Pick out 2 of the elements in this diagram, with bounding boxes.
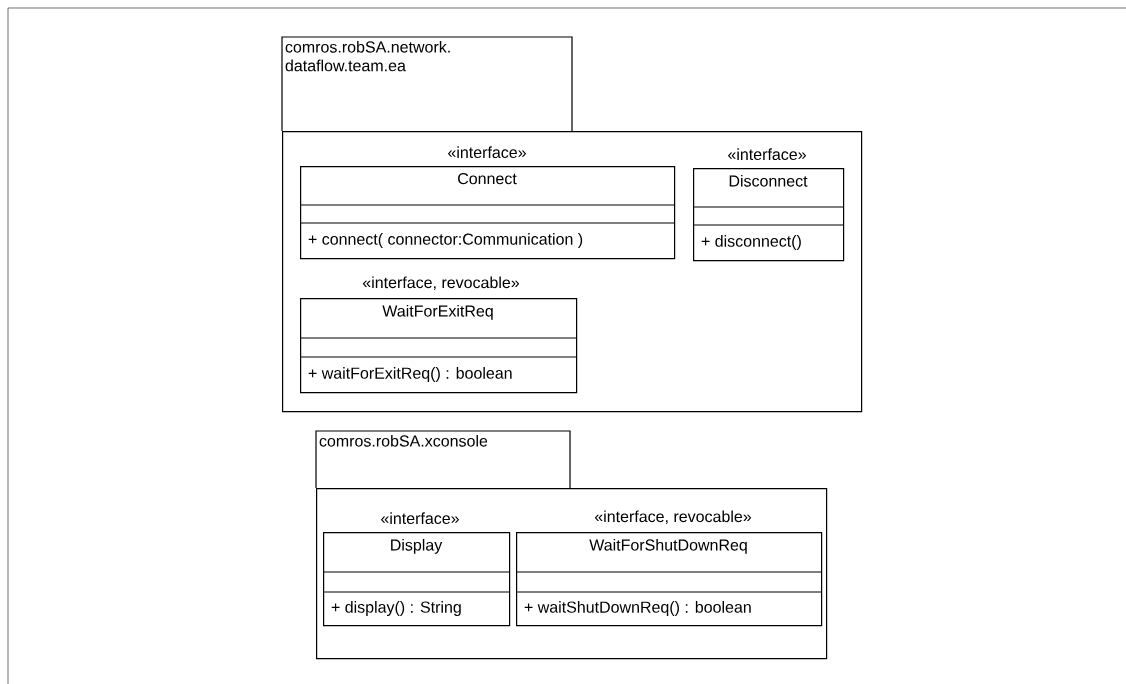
package-name: comros.robSA.xconsole: [319, 434, 488, 447]
package-name: comros.robSA.network. dataflow.team.ea: [285, 40, 450, 72]
